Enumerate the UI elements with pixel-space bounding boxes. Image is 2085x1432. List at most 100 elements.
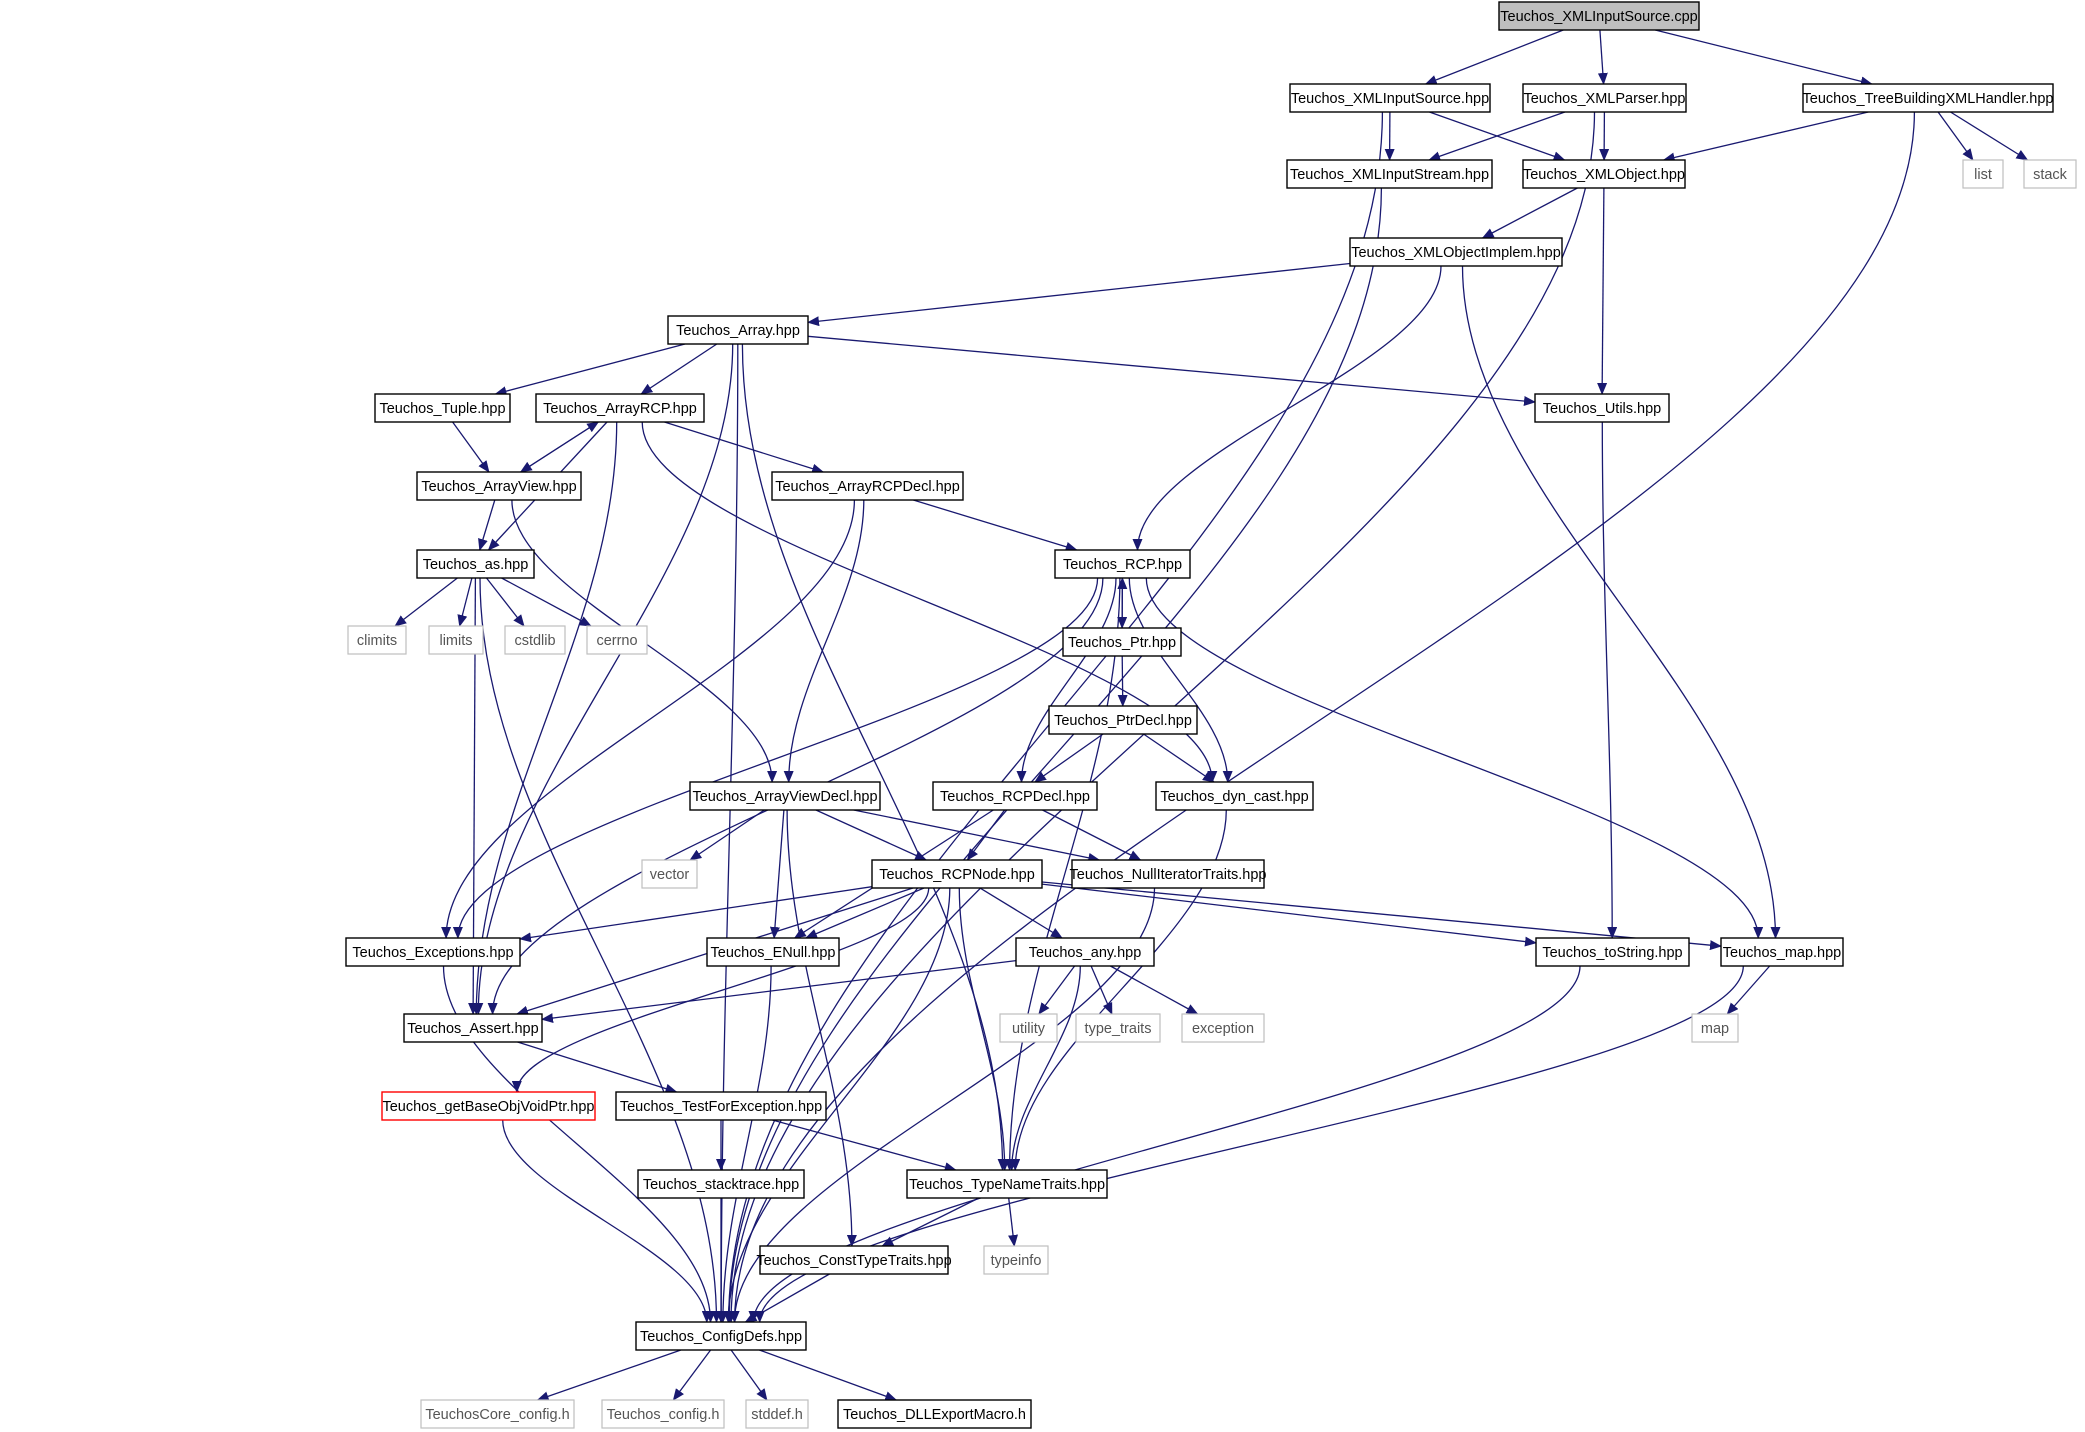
node-teuchos-assert-hpp[interactable]: Teuchos_Assert.hpp <box>403 1013 543 1043</box>
node-teuchos-xmlobject-hpp[interactable]: Teuchos_XMLObject.hpp <box>1522 159 1686 189</box>
node-teuchos-any-hpp[interactable]: Teuchos_any.hpp <box>1015 937 1155 967</box>
edge-n16-to-n25 <box>1128 577 1233 783</box>
node-box <box>1534 393 1670 423</box>
node-label: Teuchos_XMLInputSource.hpp <box>1291 91 1489 107</box>
node-teuchos-consttypetraits-hpp[interactable]: Teuchos_ConstTypeTraits.hpp <box>756 1245 952 1275</box>
edge-n2-to-n4 <box>1428 111 1566 162</box>
node-teuchos-exceptions-hpp[interactable]: Teuchos_Exceptions.hpp <box>345 937 521 967</box>
node-type-traits: type_traits <box>1075 1013 1161 1043</box>
edge-n27-to-n42 <box>958 887 1010 1171</box>
node-teuchos-arrayview-hpp[interactable]: Teuchos_ArrayView.hpp <box>416 471 582 501</box>
node-teuchos-xmlinputsource-cpp[interactable]: Teuchos_XMLInputSource.cpp <box>1498 1 1700 31</box>
node-box <box>416 549 535 579</box>
edge-n31-to-n42 <box>1006 965 1081 1171</box>
node-label: Teuchos_Array.hpp <box>676 323 800 339</box>
node-teuchos-xmlobjectimplem-hpp[interactable]: Teuchos_XMLObjectImplem.hpp <box>1349 237 1563 267</box>
edge-n3-to-n6 <box>1937 111 1974 161</box>
node-teuchos-rcp-hpp[interactable]: Teuchos_RCP.hpp <box>1054 549 1191 579</box>
node-label: Teuchos_PtrDecl.hpp <box>1054 713 1192 729</box>
node-utility: utility <box>999 1013 1058 1043</box>
edge-n15-to-n19 <box>485 577 525 627</box>
node-teuchos-xmlinputstream-hpp[interactable]: Teuchos_XMLInputStream.hpp <box>1286 159 1493 189</box>
edge-n22-to-n24 <box>1034 733 1104 783</box>
node-list: list <box>1962 159 2004 189</box>
node-teuchos-arrayrcpdecl-hpp[interactable]: Teuchos_ArrayRCPDecl.hpp <box>771 471 964 501</box>
edge-n40-to-n42 <box>772 1119 957 1172</box>
node-box <box>403 1013 543 1043</box>
edge-n45-to-n47 <box>672 1349 712 1401</box>
node-teuchos-config-h: Teuchos_config.h <box>601 1399 725 1429</box>
node-teuchos-configdefs-hpp[interactable]: Teuchos_ConfigDefs.hpp <box>635 1321 807 1351</box>
node-box <box>906 1169 1108 1199</box>
node-teuchos-map-hpp[interactable]: Teuchos_map.hpp <box>1720 937 1844 967</box>
node-teuchos-tostring-hpp[interactable]: Teuchos_toString.hpp <box>1535 937 1690 967</box>
node-teuchos-ptrdecl-hpp[interactable]: Teuchos_PtrDecl.hpp <box>1048 705 1198 735</box>
node-teuchos-dyn-cast-hpp[interactable]: Teuchos_dyn_cast.hpp <box>1155 781 1314 811</box>
node-label: Teuchos_ArrayRCPDecl.hpp <box>775 479 960 495</box>
node-teuchos-stacktrace-hpp[interactable]: Teuchos_stacktrace.hpp <box>637 1169 805 1199</box>
node-teuchos-ptr-hpp[interactable]: Teuchos_Ptr.hpp <box>1062 627 1182 657</box>
node-box <box>635 1321 807 1351</box>
node-label: typeinfo <box>991 1253 1042 1269</box>
node-label: climits <box>357 633 397 649</box>
node-box <box>667 315 809 345</box>
node-teuchos-enull-hpp[interactable]: Teuchos_ENull.hpp <box>706 937 840 967</box>
node-label: Teuchos_Tuple.hpp <box>379 401 505 417</box>
node-box <box>759 1245 949 1275</box>
node-label: Teuchos_ArrayViewDecl.hpp <box>692 789 877 805</box>
node-teuchos-arrayviewdecl-hpp[interactable]: Teuchos_ArrayViewDecl.hpp <box>689 781 881 811</box>
node-teuchos-typenametraits-hpp[interactable]: Teuchos_TypeNameTraits.hpp <box>906 1169 1108 1199</box>
node-label: list <box>1974 167 1992 183</box>
edge-n14-to-n23 <box>783 499 865 783</box>
node-teuchos-xmlparser-hpp[interactable]: Teuchos_XMLParser.hpp <box>1522 83 1687 113</box>
node-teuchoscore-config-h: TeuchosCore_config.h <box>420 1399 575 1429</box>
edge-n9-to-n42 <box>741 343 1008 1171</box>
node-box <box>1071 859 1265 889</box>
node-teuchos-array-hpp[interactable]: Teuchos_Array.hpp <box>667 315 809 345</box>
node-teuchos-dllexportmacro-h[interactable]: Teuchos_DLLExportMacro.h <box>837 1399 1032 1429</box>
edges-layer <box>394 29 2029 1402</box>
edge-n14-to-n29 <box>441 499 856 939</box>
node-teuchos-getbaseobjvoidptr-hpp[interactable]: Teuchos_getBaseObjVoidPtr.hpp <box>381 1091 596 1121</box>
edge-n9-to-n11 <box>640 343 718 395</box>
node-label: Teuchos_any.hpp <box>1029 945 1142 961</box>
node-label: Teuchos_ENull.hpp <box>711 945 836 961</box>
node-label: Teuchos_config.h <box>607 1407 720 1423</box>
node-label: map <box>1701 1021 1729 1037</box>
node-teuchos-as-hpp[interactable]: Teuchos_as.hpp <box>416 549 535 579</box>
edge-n31-to-n36 <box>1090 965 1113 1015</box>
node-box <box>2023 159 2077 189</box>
node-box <box>1048 705 1198 735</box>
node-box <box>1691 1013 1739 1043</box>
edge-n23-to-n43 <box>786 809 857 1247</box>
node-teuchos-testforexception-hpp[interactable]: Teuchos_TestForException.hpp <box>615 1091 827 1121</box>
node-teuchos-tuple-hpp[interactable]: Teuchos_Tuple.hpp <box>374 393 511 423</box>
node-teuchos-rcpdecl-hpp[interactable]: Teuchos_RCPDecl.hpp <box>932 781 1098 811</box>
edge-n12-to-n32 <box>1601 421 1618 939</box>
edge-n45-to-n49 <box>759 1349 898 1401</box>
node-teuchos-xmlinputsource-hpp[interactable]: Teuchos_XMLInputSource.hpp <box>1289 83 1491 113</box>
node-teuchos-treebuildingxmlhandler-hpp[interactable]: Teuchos_TreeBuildingXMLHandler.hpp <box>1802 83 2054 113</box>
edge-n39-to-n45 <box>502 1119 712 1323</box>
node-teuchos-utils-hpp[interactable]: Teuchos_Utils.hpp <box>1534 393 1670 423</box>
edge-n31-to-n35 <box>1038 965 1076 1015</box>
edge-n23-to-n26 <box>689 809 765 861</box>
node-box <box>932 781 1098 811</box>
edge-n10-to-n13 <box>452 421 490 473</box>
edge-n15-to-n17 <box>394 577 458 627</box>
node-box <box>706 937 840 967</box>
edge-n31-to-n34 <box>541 959 1017 1024</box>
node-teuchos-rcpnode-hpp[interactable]: Teuchos_RCPNode.hpp <box>871 859 1043 889</box>
node-label: Teuchos_TreeBuildingXMLHandler.hpp <box>1803 91 2054 107</box>
node-teuchos-nulliteratortraits-hpp[interactable]: Teuchos_NullIteratorTraits.hpp <box>1070 859 1267 889</box>
edge-n3-to-n5 <box>1662 111 1869 163</box>
edge-n27-to-n29 <box>519 886 873 943</box>
node-box <box>1498 1 1700 31</box>
node-box <box>535 393 705 423</box>
node-box <box>416 471 582 501</box>
node-box <box>615 1091 827 1121</box>
node-box <box>871 859 1043 889</box>
node-teuchos-arrayrcp-hpp[interactable]: Teuchos_ArrayRCP.hpp <box>535 393 705 423</box>
node-label: Teuchos_toString.hpp <box>1542 945 1682 961</box>
